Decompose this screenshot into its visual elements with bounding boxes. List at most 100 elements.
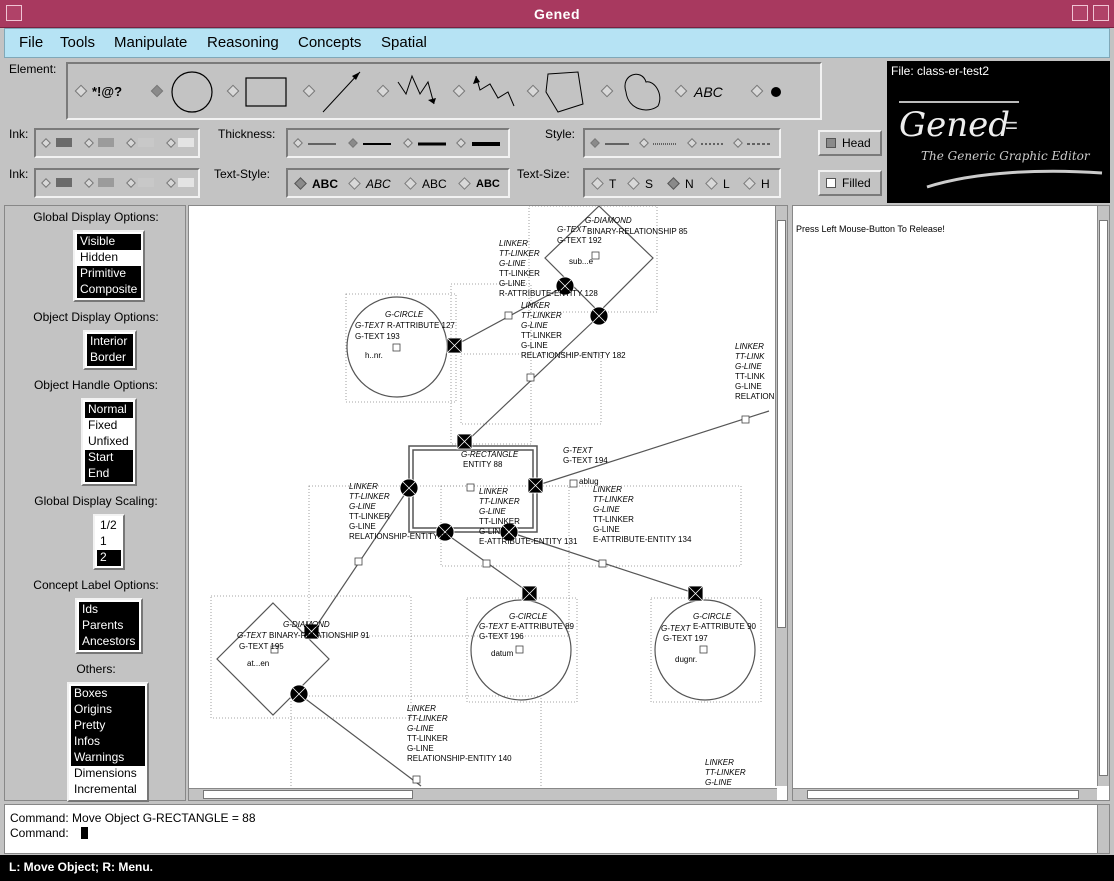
maximize-button[interactable]	[1093, 5, 1109, 21]
head-checkbox[interactable]: Head	[818, 130, 882, 156]
er-diagram[interactable]: G-DIAMOND BINARY-RELATIONSHIP 85 G-TEXT …	[189, 206, 789, 802]
text-style-radio-4[interactable]	[458, 177, 471, 190]
option-normal[interactable]: Normal	[85, 402, 133, 418]
text-size-t: T	[609, 177, 617, 191]
circle-b2-1: G-CIRCLE	[693, 612, 732, 621]
text-size-radio-s[interactable]	[627, 177, 640, 190]
diamond-top-label-2: BINARY-RELATIONSHIP 85	[587, 227, 688, 236]
option-end[interactable]: End	[85, 466, 133, 482]
object-display-options: Interior Border	[83, 330, 137, 370]
menu-reasoning[interactable]: Reasoning	[207, 34, 279, 51]
thickness-palette[interactable]	[286, 128, 510, 158]
linker-h-1: LINKER	[705, 758, 734, 767]
option-origins[interactable]: Origins	[71, 702, 145, 718]
text-size-radio-n[interactable]	[667, 177, 680, 190]
filled-check-indicator	[826, 178, 836, 188]
diamond-top-label-1: G-DIAMOND	[585, 216, 632, 225]
element-abc[interactable]: ABC	[694, 84, 723, 100]
linker-a-5: G-LINE	[499, 279, 526, 288]
logo-swoosh	[926, 169, 1103, 189]
option-border[interactable]: Border	[87, 350, 133, 366]
minimize-button[interactable]	[1072, 5, 1088, 21]
option-scale-1[interactable]: 1	[100, 534, 107, 548]
style-palette[interactable]	[583, 128, 781, 158]
option-start[interactable]: Start	[85, 450, 133, 466]
option-composite[interactable]: Composite	[77, 282, 141, 298]
text-size-radio-l[interactable]	[705, 177, 718, 190]
head-label: Head	[842, 136, 871, 150]
option-hidden[interactable]: Hidden	[80, 250, 119, 264]
text-style-radio-2[interactable]	[348, 177, 361, 190]
option-ids[interactable]: Ids	[79, 602, 139, 618]
text-size-n: N	[685, 177, 694, 191]
others-options: Boxes Origins Pretty Infos Warnings Dime…	[67, 682, 149, 802]
text-style-label: Text-Style:	[214, 167, 271, 181]
option-warnings[interactable]: Warnings	[71, 750, 145, 766]
info-panel: Press Left Mouse-Button To Release!	[792, 205, 1110, 801]
logo-panel: File: class-er-test2 Gened = The Generic…	[887, 61, 1110, 203]
command-scrollbar[interactable]	[1097, 805, 1109, 853]
info-vertical-scrollbar[interactable]	[1097, 206, 1109, 786]
text-size-radio-h[interactable]	[743, 177, 756, 190]
linker-f-3: G-LINE	[593, 505, 620, 514]
status-bar: L: Move Object; R: Menu.	[0, 855, 1114, 881]
option-scale-half[interactable]: 1/2	[100, 518, 117, 532]
drawing-canvas[interactable]: G-DIAMOND BINARY-RELATIONSHIP 85 G-TEXT …	[188, 205, 789, 802]
text-size-palette[interactable]: T S N L H	[583, 168, 781, 198]
option-incremental[interactable]: Incremental	[74, 782, 137, 796]
option-fixed[interactable]: Fixed	[88, 418, 118, 432]
info-vscroll-thumb[interactable]	[1099, 220, 1108, 776]
options-panel: Global Display Options: Visible Hidden P…	[4, 205, 186, 802]
option-boxes[interactable]: Boxes	[71, 686, 145, 702]
small-label-6: at...en	[247, 659, 269, 668]
text-style-palette[interactable]: ABC ABC ABC ABC	[286, 168, 510, 198]
diamond-bl-1: G-DIAMOND	[283, 620, 330, 629]
ink2-palette[interactable]	[34, 168, 200, 198]
canvas-horizontal-scrollbar[interactable]	[189, 788, 777, 800]
canvas-hscroll-thumb[interactable]	[203, 790, 413, 799]
thickness-options	[293, 138, 500, 148]
option-unfixed[interactable]: Unfixed	[88, 434, 129, 448]
diamond-top-label-3: G-TEXT	[557, 225, 587, 234]
option-infos[interactable]: Infos	[71, 734, 145, 750]
circle-tl-label-2: G-TEXT	[355, 321, 385, 330]
option-primitive[interactable]: Primitive	[77, 266, 141, 282]
option-scale-2[interactable]: 2	[97, 550, 121, 566]
info-horizontal-scrollbar[interactable]	[793, 788, 1097, 800]
ink-swatches	[41, 138, 194, 148]
text-style-radio-3[interactable]	[404, 177, 417, 190]
menu-tools[interactable]: Tools	[60, 34, 96, 51]
rect-label-1: G-RECTANGLE	[461, 450, 519, 459]
option-visible[interactable]: Visible	[77, 234, 141, 250]
menu-concepts[interactable]: Concepts	[298, 34, 362, 51]
filled-checkbox[interactable]: Filled	[818, 170, 882, 196]
text-size-radio-t[interactable]	[591, 177, 604, 190]
linker-e-5: G-LINE	[479, 527, 506, 536]
menu-file[interactable]: File	[19, 34, 44, 51]
circle-tl-label-1: G-CIRCLE	[385, 310, 424, 319]
option-interior[interactable]: Interior	[87, 334, 133, 350]
style-options	[590, 138, 771, 148]
option-ancestors[interactable]: Ancestors	[79, 634, 139, 650]
text-style-radio-1[interactable]	[294, 177, 307, 190]
linker-d-6: RELATIONSHIP-ENTITY 87	[349, 532, 450, 541]
linker-a-3: G-LINE	[499, 259, 526, 268]
canvas-vertical-scrollbar[interactable]	[775, 206, 787, 786]
menu-spatial[interactable]: Spatial	[381, 34, 427, 51]
ink-palette[interactable]	[34, 128, 200, 158]
small-label-1: sub...e	[569, 257, 594, 266]
gtext194-2: G-TEXT 194	[563, 456, 608, 465]
option-pretty[interactable]: Pretty	[71, 718, 145, 734]
window-menu-button[interactable]	[6, 5, 22, 21]
info-hscroll-thumb[interactable]	[807, 790, 1079, 799]
canvas-vscroll-thumb[interactable]	[777, 220, 786, 628]
command-area[interactable]: Command: Move Object G-RECTANGLE = 88 Co…	[4, 804, 1110, 854]
menu-manipulate[interactable]: Manipulate	[114, 34, 188, 51]
diamond-bl-4: G-TEXT 195	[239, 642, 284, 651]
linker-c-6: RELATION	[735, 392, 775, 401]
element-text-sample[interactable]: *!@?	[92, 84, 123, 99]
circle-b2-3: E-ATTRIBUTE 90	[693, 622, 757, 631]
concept-label-heading: Concept Label Options:	[33, 578, 159, 592]
option-dimensions[interactable]: Dimensions	[74, 766, 137, 780]
option-parents[interactable]: Parents	[79, 618, 139, 634]
